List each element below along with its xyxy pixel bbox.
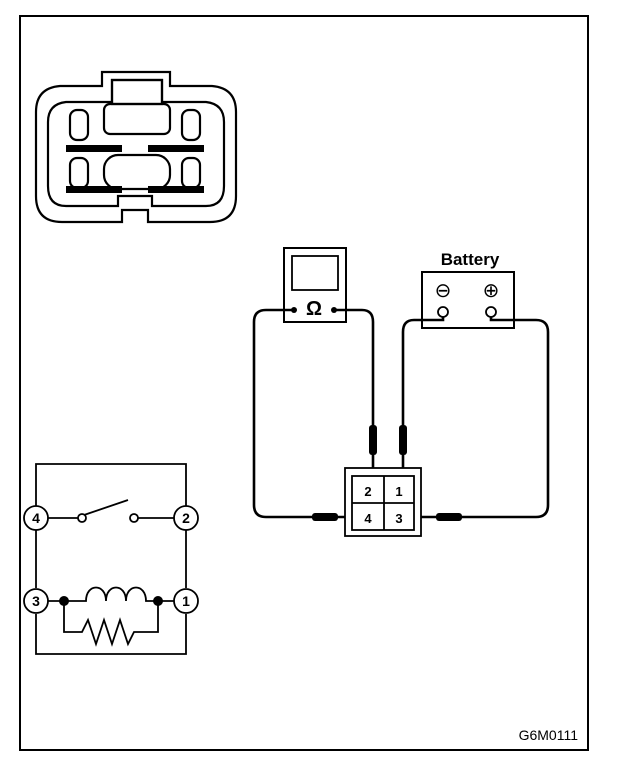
figure-code: G6M0111 (519, 727, 579, 743)
lead-battery-negative-to-terminal-1 (401, 317, 445, 476)
battery-positive-symbol: ⊕ (483, 280, 500, 302)
connector-terminal-4: 4 (364, 511, 372, 526)
schematic-terminal-circles (23, 505, 199, 614)
battery-negative-symbol: ⊖ (435, 280, 452, 302)
schematic-terminal-3: 3 (32, 593, 40, 609)
battery-label: Battery (441, 250, 500, 269)
relay-resistor (63, 601, 159, 647)
lead-ohmmeter-to-terminal-2 (334, 308, 375, 476)
schematic-terminal-4: 4 (32, 510, 40, 526)
ohm-symbol: Ω (306, 298, 322, 320)
battery-negative-terminal (437, 306, 449, 318)
schematic-terminal-1: 1 (182, 593, 190, 609)
harness-connector (344, 467, 422, 537)
relay-connector-face (34, 70, 238, 224)
connector-terminal-2: 2 (364, 484, 371, 499)
test-leads (252, 308, 550, 519)
battery (421, 271, 515, 329)
probe-tips (312, 425, 462, 521)
schematic-terminal-2: 2 (182, 510, 190, 526)
connector-terminal-blades (66, 145, 204, 193)
connector-terminal-3: 3 (395, 511, 402, 526)
relay-coil (66, 586, 156, 602)
diagram-frame (19, 15, 589, 751)
battery-positive-terminal (485, 306, 497, 318)
schematic-junctions (59, 596, 163, 606)
relay-schematic (35, 463, 187, 655)
lead-battery-positive-to-terminal-3 (414, 317, 550, 519)
connector-terminal-1: 1 (395, 484, 402, 499)
relay-switch-contact (48, 499, 174, 519)
lead-ohmmeter-to-terminal-4 (252, 308, 352, 519)
